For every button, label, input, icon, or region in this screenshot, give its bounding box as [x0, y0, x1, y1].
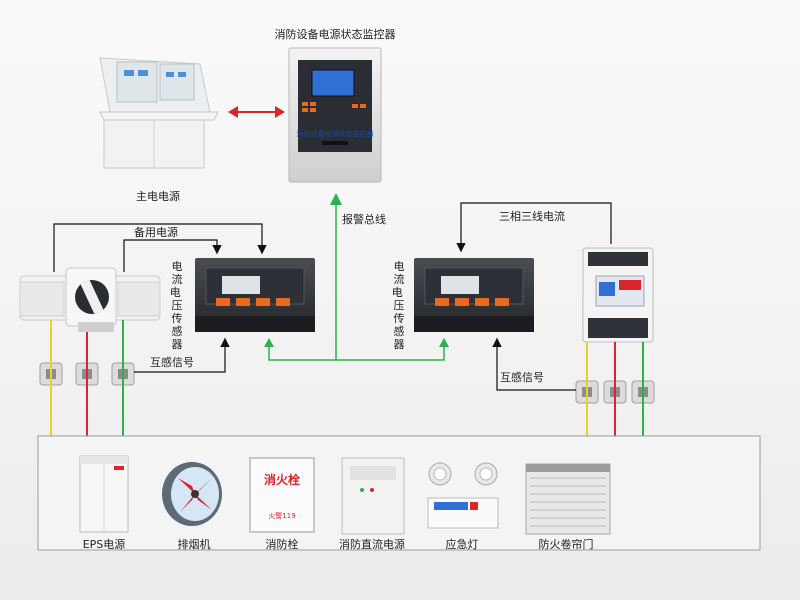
device-label-shutter: 防火卷帘门: [539, 537, 594, 551]
backup-power-line: [53, 223, 267, 272]
exhaust-fan: [162, 462, 222, 526]
dc-power-box: [341, 457, 405, 535]
fire-shutter: [525, 463, 611, 535]
hydrant-box: 消火栓 火警119: [249, 457, 315, 533]
sensor-right-label: 电流电 压传感器: [392, 260, 407, 351]
bidirectional-link-arrow: [228, 106, 285, 118]
emergency-light: [427, 462, 499, 529]
main-power-label: 主电电源: [136, 189, 180, 203]
device-label-dc-power: 消防直流电源: [339, 537, 405, 551]
three-phase-current-label: 三相三线电流: [499, 209, 565, 223]
main-power-console: [99, 57, 219, 169]
alarm-bus-branch: [268, 340, 445, 361]
monitor-cabinet: 消防设备电源状态监控器: [288, 47, 382, 183]
circuit-breaker: [582, 247, 654, 343]
device-label-hydrant: 消防栓: [266, 537, 299, 551]
three-phase-current-line: [456, 202, 612, 253]
eps-cabinet: [79, 455, 129, 533]
mutual-signal-right-line: [492, 337, 576, 391]
mutual-signal-right-label: 互感信号: [500, 371, 544, 384]
monitor-screen: [311, 69, 355, 97]
backup-power-line-2: [123, 239, 222, 272]
hydrant-box-phone: 火警119: [268, 511, 295, 520]
device-label-fan: 排烟机: [178, 537, 211, 551]
backup-power-label: 备用电源: [134, 225, 178, 239]
sensor-module-right: [414, 258, 534, 332]
alarm-bus-label: 报警总线: [342, 212, 386, 226]
sensor-left-label: 电流电 压传感器: [170, 260, 185, 351]
device-label-eps: EPS电源: [83, 537, 126, 551]
sensor-module-left: [195, 258, 315, 332]
hydrant-box-title: 消火栓: [264, 472, 300, 487]
device-label-emergency-light: 应急灯: [446, 537, 479, 551]
mutual-signal-left-label: 互感信号: [150, 356, 194, 369]
monitor-panel-text: 消防设备电源状态监控器: [297, 129, 374, 138]
mutual-signal-left-line: [134, 337, 230, 373]
transfer-switch: [19, 267, 161, 332]
monitor-title: 消防设备电源状态监控器: [275, 27, 396, 41]
